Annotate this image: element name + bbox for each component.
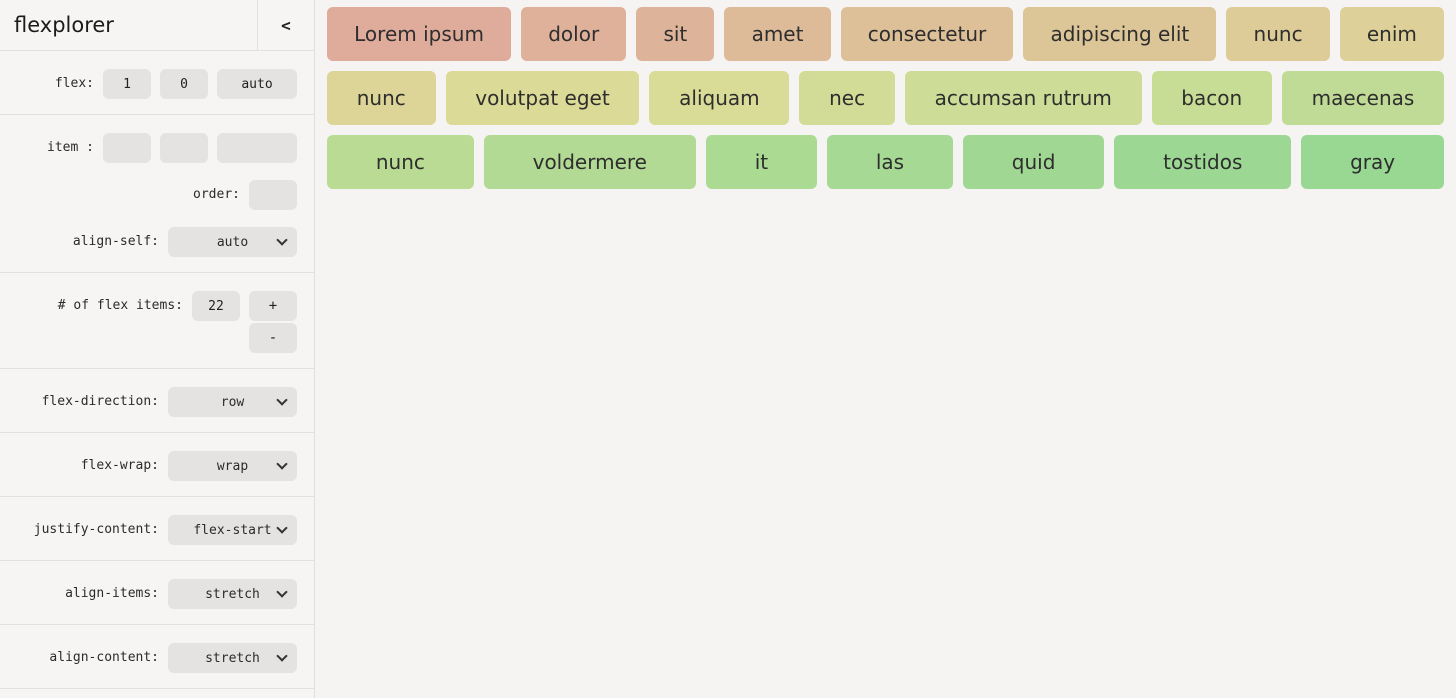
flex-item[interactable]: dolor	[521, 7, 627, 61]
chevron-down-icon	[276, 234, 288, 246]
flex-item[interactable]: amet	[724, 7, 831, 61]
flex-wrap-section: flex-wrap: wrap	[0, 433, 314, 497]
justify-content-section: justify-content: flex-start	[0, 497, 314, 561]
align-content-label: align-content:	[49, 650, 159, 665]
flex-direction-label: flex-direction:	[41, 394, 159, 409]
flex-label: flex:	[54, 76, 94, 91]
chevron-down-icon	[276, 586, 288, 598]
flex-item[interactable]: volutpat eget	[445, 71, 640, 125]
align-self-select[interactable]: auto	[168, 227, 297, 257]
flex-direction-value: row	[220, 394, 245, 410]
align-items-label: align-items:	[65, 586, 159, 601]
align-self-label: align-self:	[72, 234, 159, 249]
align-content-section: align-content: stretch	[0, 625, 314, 689]
flex-direction-select[interactable]: row	[168, 387, 297, 417]
flex-item[interactable]: nunc	[1226, 7, 1330, 61]
flex-item[interactable]: nec	[799, 71, 895, 125]
flex-item[interactable]: las	[826, 135, 953, 189]
collapse-sidebar-button[interactable]: <	[257, 0, 314, 50]
item-shrink-input[interactable]	[160, 133, 208, 163]
align-items-value: stretch	[205, 586, 260, 602]
flex-item[interactable]: bacon	[1151, 71, 1272, 125]
justify-content-value: flex-start	[193, 522, 272, 538]
count-buttons: + -	[249, 291, 297, 353]
item-label: item :	[47, 140, 94, 155]
chevron-down-icon	[276, 522, 288, 534]
sidebar: flexplorer < flex: item : order:	[0, 0, 315, 698]
sidebar-header: flexplorer <	[0, 0, 314, 51]
chevron-down-icon	[276, 394, 288, 406]
flex-item[interactable]: accumsan rutrum	[904, 71, 1142, 125]
order-label: order:	[193, 187, 240, 202]
order-input[interactable]	[249, 180, 297, 210]
flex-wrap-label: flex-wrap:	[80, 458, 159, 473]
flex-item[interactable]: tostidos	[1114, 135, 1292, 189]
flex-shrink-input[interactable]	[160, 69, 208, 99]
flex-section: flex:	[0, 51, 314, 115]
flex-item[interactable]: nunc	[327, 71, 436, 125]
count-section: # of flex items: + -	[0, 273, 314, 369]
flex-item[interactable]: aliquam	[649, 71, 790, 125]
flex-item[interactable]: nunc	[327, 135, 474, 189]
app-title: flexplorer	[14, 13, 114, 37]
flex-item[interactable]: Lorem ipsum	[327, 7, 512, 61]
justify-content-label: justify-content:	[33, 522, 159, 537]
item-grow-input[interactable]	[103, 133, 151, 163]
count-input[interactable]	[192, 291, 240, 321]
flex-wrap-select[interactable]: wrap	[168, 451, 297, 481]
flex-basis-input[interactable]	[217, 69, 297, 99]
item-section: item : order: align-self: auto	[0, 115, 314, 273]
add-item-button[interactable]: +	[249, 291, 297, 321]
flex-item[interactable]: sit	[636, 7, 715, 61]
flex-item[interactable]: quid	[962, 135, 1105, 189]
count-label: # of flex items:	[57, 298, 183, 313]
chevron-down-icon	[276, 458, 288, 470]
flex-wrap-value: wrap	[216, 458, 249, 474]
remove-item-button[interactable]: -	[249, 323, 297, 353]
flex-item[interactable]: consectetur	[840, 7, 1014, 61]
flex-grow-input[interactable]	[103, 69, 151, 99]
flex-item[interactable]: maecenas	[1281, 71, 1445, 125]
flex-item[interactable]: voldermere	[483, 135, 696, 189]
justify-content-select[interactable]: flex-start	[168, 515, 297, 545]
flex-item[interactable]: it	[705, 135, 817, 189]
align-items-select[interactable]: stretch	[168, 579, 297, 609]
flex-item[interactable]: enim	[1339, 7, 1445, 61]
flex-item[interactable]: adipiscing elit	[1023, 7, 1217, 61]
flex-direction-section: flex-direction: row	[0, 369, 314, 433]
chevron-down-icon	[276, 650, 288, 662]
align-content-select[interactable]: stretch	[168, 643, 297, 673]
flex-item[interactable]: gray	[1301, 135, 1444, 189]
align-items-section: align-items: stretch	[0, 561, 314, 625]
align-self-value: auto	[216, 234, 249, 250]
align-content-value: stretch	[205, 650, 260, 666]
item-basis-input[interactable]	[217, 133, 297, 163]
